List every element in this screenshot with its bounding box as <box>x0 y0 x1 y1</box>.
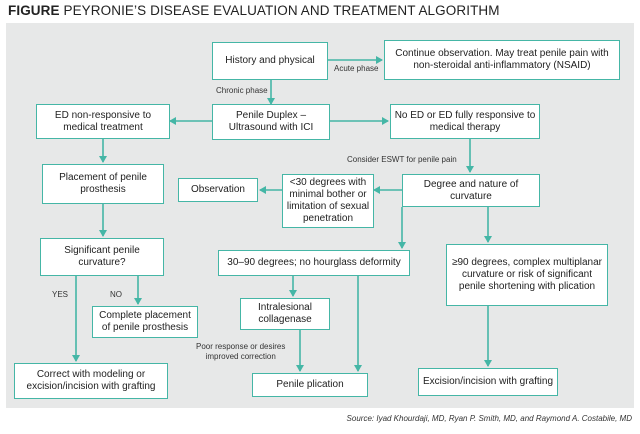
box-ed-nonresponsive-text: ED non-responsive to medical treatment <box>54 109 152 133</box>
box-degree-nature-text: Degree and nature of curvature <box>423 178 519 202</box>
box-history-physical: History and physical <box>212 42 328 80</box>
box-90-degrees-complex-text: ≥90 degrees, complex multiplanar curvatu… <box>451 257 602 292</box>
label-poor-response-line1: Poor response or desires <box>196 342 286 351</box>
label-yes: YES <box>52 290 69 299</box>
box-significant-curvature: Significant penile curvature? <box>40 238 164 276</box>
figure-title-text: PEYRONIE’S DISEASE EVALUATION AND TREATM… <box>63 3 500 18</box>
box-continue-observation-text: Continue observation. May treat penile p… <box>395 48 609 71</box>
label-chronic-phase: Chronic phase <box>216 86 268 95</box>
label-consider-eswt: Consider ESWT for penile pain <box>347 155 457 164</box>
box-excision-grafting-text: Excision/incision with grafting <box>422 376 554 387</box>
box-correct-modeling-text: Correct with modeling or excision/incisi… <box>26 369 156 392</box>
box-90-degrees-complex: ≥90 degrees, complex multiplanar curvatu… <box>446 244 608 306</box>
box-intralesional-collagenase: Intralesional collagenase <box>240 298 330 330</box>
box-complete-placement-text: Complete placement of penile prosthesis <box>99 310 191 333</box>
box-ed-nonresponsive: ED non-responsive to medical treatment <box>36 104 170 139</box>
box-no-ed: No ED or ED fully responsive to medical … <box>390 104 540 139</box>
box-excision-grafting: Excision/incision with grafting <box>418 368 558 396</box>
label-acute-phase: Acute phase <box>334 64 379 73</box>
box-significant-curvature-text: Significant penile curvature? <box>64 245 140 268</box>
box-30-90-degrees: 30–90 degrees; no hourglass deformity <box>218 250 410 276</box>
box-placement-prosthesis: Placement of penile prosthesis <box>42 164 164 204</box>
label-no: NO <box>110 290 122 299</box>
box-less-than-30: <30 degrees with minimal bother or limit… <box>282 174 374 228</box>
box-penile-duplex: Penile Duplex – Ultrasound with ICI <box>212 104 330 140</box>
box-complete-placement: Complete placement of penile prosthesis <box>92 306 198 338</box>
box-placement-prosthesis-text: Placement of penile prosthesis <box>59 172 147 195</box>
box-observation-text: Observation <box>191 184 245 195</box>
box-penile-duplex-text: Penile Duplex – Ultrasound with ICI <box>228 110 314 133</box>
box-degree-nature: Degree and nature of curvature <box>402 174 540 207</box>
box-less-than-30-text: <30 degrees with minimal bother or limit… <box>286 177 370 224</box>
box-correct-modeling: Correct with modeling or excision/incisi… <box>14 363 168 399</box>
label-poor-response-line2: improved correction <box>205 352 276 361</box>
figure-title: FIGURE PEYRONIE’S DISEASE EVALUATION AND… <box>8 3 500 18</box>
box-penile-plication-text: Penile plication <box>276 379 344 390</box>
box-no-ed-text: No ED or ED fully responsive to medical … <box>394 109 536 133</box>
box-30-90-degrees-text: 30–90 degrees; no hourglass deformity <box>227 257 401 268</box>
label-poor-response: Poor response or desires improved correc… <box>196 342 285 362</box>
box-intralesional-collagenase-text: Intralesional collagenase <box>258 302 312 325</box>
box-history-physical-text: History and physical <box>225 55 315 66</box>
box-observation: Observation <box>178 178 258 202</box>
box-penile-plication: Penile plication <box>252 373 368 397</box>
source-credit: Source: Iyad Khourdaji, MD, Ryan P. Smit… <box>346 414 632 423</box>
figure-prefix: FIGURE <box>8 3 60 18</box>
box-continue-observation: Continue observation. May treat penile p… <box>384 40 620 80</box>
